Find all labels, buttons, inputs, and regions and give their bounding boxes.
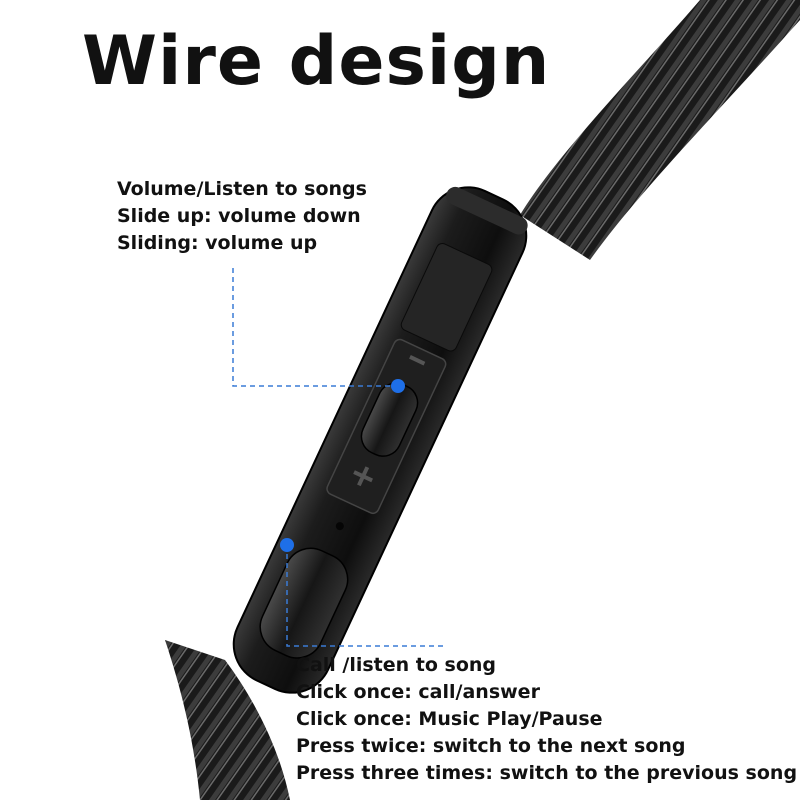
call-annotation: Call /listen to song Click once: call/an… (296, 652, 797, 787)
volume-annotation-line: Volume/Listen to songs (117, 178, 367, 200)
remote-body (232, 186, 528, 694)
call-annotation-line: Call /listen to song (296, 654, 497, 676)
volume-annotation-line: Slide up: volume down (117, 205, 361, 227)
call-annotation-line: Click once: Music Play/Pause (296, 708, 603, 730)
page-title: Wire design (82, 22, 551, 101)
cable-lower (165, 640, 290, 800)
call-annotation-line: Press three times: switch to the previou… (296, 762, 798, 784)
call-annotation-line: Press twice: switch to the next song (296, 735, 686, 757)
cable-upper (520, 0, 800, 260)
volume-annotation-line: Sliding: volume up (117, 232, 318, 254)
call-button-indicator-dot (280, 538, 294, 552)
call-leader-line (286, 545, 445, 647)
call-annotation-line: Click once: call/answer (296, 681, 540, 703)
volume-slider-indicator-dot (391, 379, 405, 393)
volume-annotation: Volume/Listen to songs Slide up: volume … (117, 176, 367, 257)
volume-leader-line (232, 268, 398, 387)
